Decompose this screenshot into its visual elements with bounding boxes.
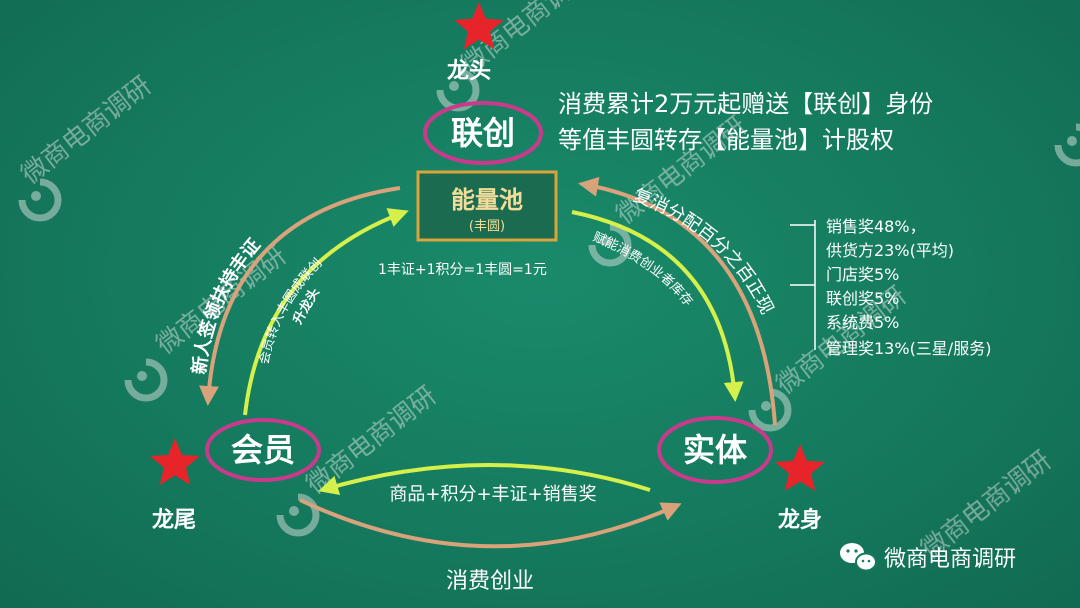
watermark-logo-icon (18, 178, 62, 222)
energy-pool-box: 能量池 (丰圆) (416, 170, 558, 242)
watermark-logo-icon (124, 358, 168, 402)
wechat-icon (840, 543, 877, 572)
distribution-item: 管理奖13%(三星/服务) (826, 339, 991, 358)
role-label-top: 龙头 (447, 59, 491, 84)
node-ellipse-top (423, 101, 543, 165)
arrow-left-inner (243, 208, 409, 416)
watermark-layer: 微商电商调研 微商电商调研 微商电商调研 微商电商调研 微商电商调研 微商电商调… (16, 0, 1080, 566)
arrow-bottom-inner (318, 463, 651, 496)
distribution-item: 供货方23%(平均) (826, 241, 954, 260)
label-bottom-outer: 消费创业 (446, 569, 534, 594)
node-ellipse-right (657, 416, 773, 484)
role-label-left: 龙尾 (152, 508, 196, 533)
star-icon (454, 2, 504, 50)
node-ellipse-left (205, 418, 321, 482)
role-label-right: 龙身 (778, 507, 822, 533)
pool-title: 能量池 (451, 186, 523, 214)
arrow-right-outer (578, 176, 777, 426)
distribution-bracket (790, 220, 816, 350)
watermark-logo-icon (276, 493, 320, 537)
distribution-list: 销售奖48%， 供货方23%(平均) 门店奖5% 联创奖5% 系统费5% 管理奖… (826, 217, 991, 358)
node-left: 会员 龙尾 (150, 418, 321, 533)
watermark-logo-icon (748, 388, 792, 432)
arrow-left-outer (199, 186, 401, 406)
distribution-item: 门店奖5% (826, 265, 899, 284)
star-icon (150, 438, 200, 485)
watermark-logo-icon (1054, 123, 1080, 167)
label-left-inner-sub: 升龙头 (290, 285, 323, 327)
watermark-text: 微商电商调研 (16, 71, 157, 191)
distribution-item: 联创奖5% (826, 289, 899, 308)
watermark-logo-icon (588, 223, 632, 267)
label-bottom-inner: 商品+积分+丰证+销售奖 (389, 484, 596, 505)
formula-text: 1丰证+1积分=1丰圆=1元 (378, 262, 547, 278)
brand-name: 微商电商调研 (884, 547, 1016, 572)
node-right: 实体 龙身 (657, 416, 825, 533)
node-label-left: 会员 (231, 431, 295, 469)
label-right-inner-path: 赋能消费创业者库存 (591, 230, 696, 309)
node-label-right: 实体 (683, 431, 747, 469)
brand-badge: 微商电商调研 (840, 543, 1016, 572)
distribution-item: 销售奖48%， (826, 217, 926, 236)
star-icon (775, 444, 825, 491)
watermark-text: 微商电商调研 (301, 381, 442, 501)
top-note-line2: 等值丰圆转存【能量池】计股权 (558, 126, 894, 154)
node-label-top: 联创 (451, 114, 515, 152)
arrow-bottom-outer (299, 498, 682, 549)
arrow-right-inner (571, 210, 744, 402)
pool-subtitle: (丰圆) (469, 219, 505, 234)
distribution-item: 系统费5% (826, 313, 899, 332)
node-top: 龙头 联创 (423, 2, 543, 165)
label-right-inner: 赋能消费创业者库存 (591, 230, 696, 309)
top-note-line1: 消费累计2万元起赠送【联创】身份 (558, 90, 933, 118)
